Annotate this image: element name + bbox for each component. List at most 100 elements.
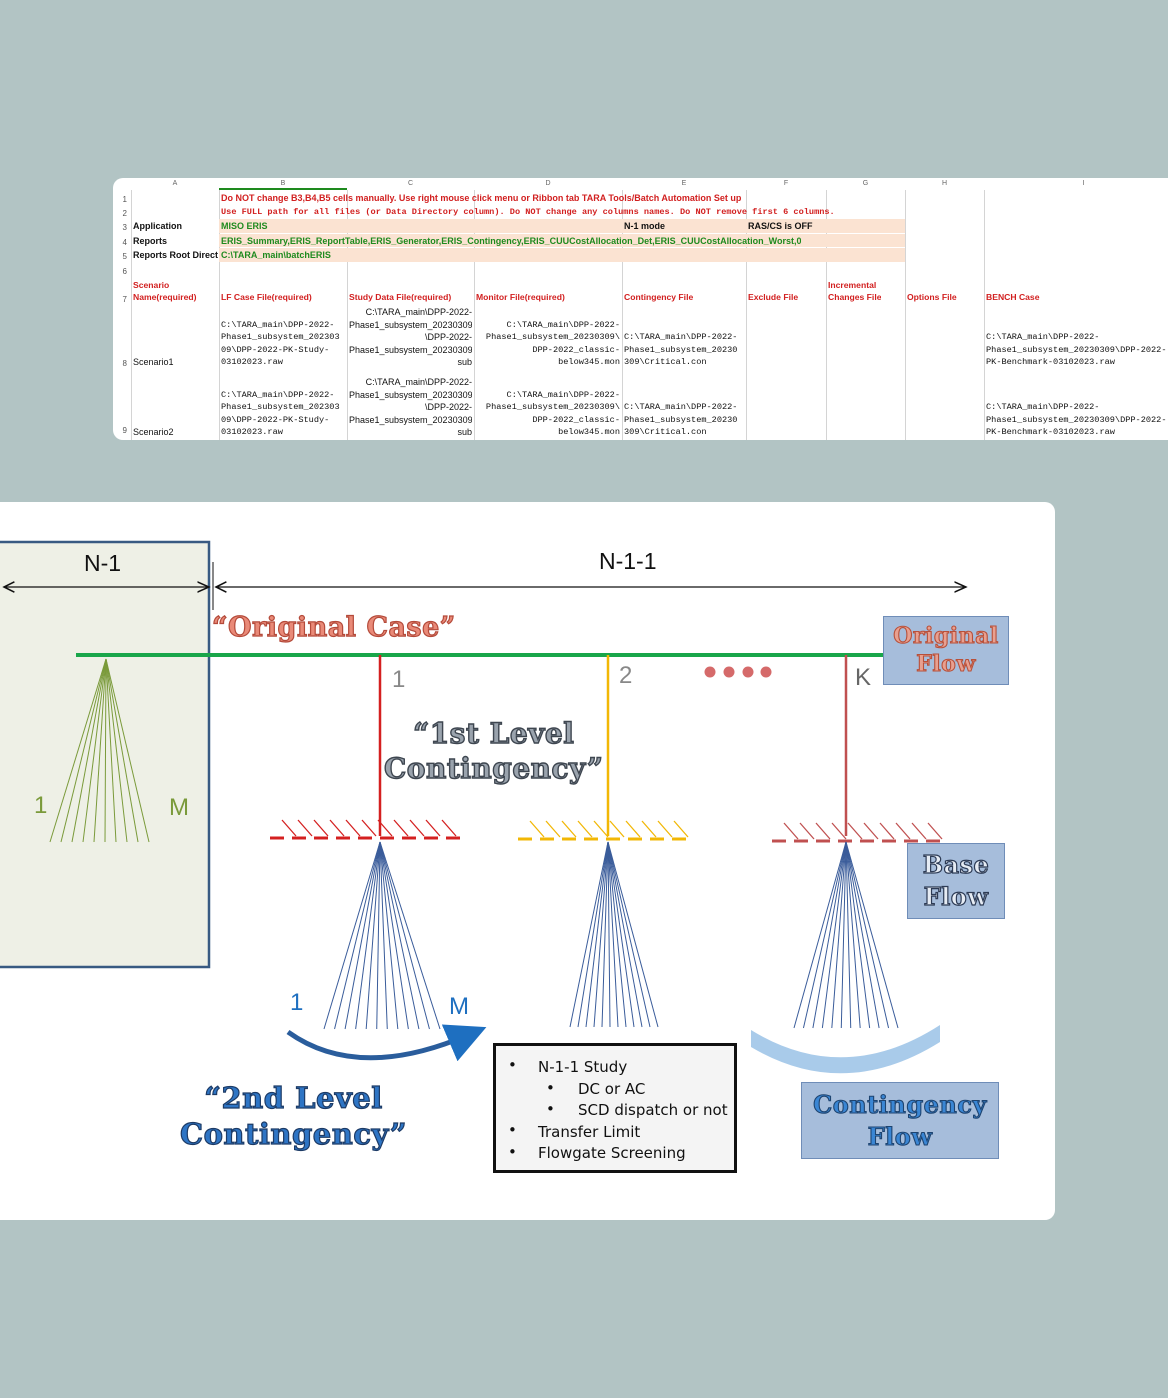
- left-fan-line: [60, 658, 107, 843]
- fourth-fan-line: [845, 841, 890, 1029]
- column-letter: G: [862, 180, 869, 187]
- highlight-fill: [219, 248, 905, 262]
- second-fan-line: [379, 841, 420, 1030]
- reports-label: Reports: [133, 236, 168, 246]
- cell-bench: C:\TARA_main\DPP-2022- Phase1_subsystem_…: [986, 402, 1167, 438]
- study-subitem: •: [546, 1100, 555, 1118]
- third-fan-line: [607, 841, 619, 1028]
- study-subitem: •: [546, 1079, 555, 1097]
- left-fan-line: [104, 658, 107, 843]
- brown-ground-bar-hatch: [911, 822, 927, 840]
- cell-monitor: C:\TARA_main\DPP-2022- Phase1_subsystem_…: [485, 389, 620, 438]
- left-fan-start: 1: [34, 792, 48, 819]
- brown-ground-bar-hatch: [847, 822, 863, 840]
- column-letter: D: [545, 180, 551, 187]
- fourth-fan-line: [845, 841, 871, 1029]
- column-header-options: Options File: [907, 292, 957, 303]
- fourth-fan-line: [845, 841, 861, 1029]
- cell-contingency: C:\TARA_main\DPP-2022- Phase1_subsystem_…: [624, 332, 738, 368]
- cell-study-data: C:\TARA_main\DPP-2022- Phase1_subsystem_…: [349, 377, 472, 438]
- red-ground-bar-hatch: [313, 819, 329, 837]
- fourth-fan-line: [793, 841, 847, 1029]
- brown-ground-bar-hatch: [863, 822, 879, 840]
- cell-contingency: C:\TARA_main\DPP-2022- Phase1_subsystem_…: [624, 402, 738, 438]
- yellow-ground-bar-hatch: [545, 820, 561, 838]
- third-fan-line: [607, 841, 651, 1028]
- application-label: Application: [133, 221, 182, 231]
- row-number: 1: [122, 195, 127, 204]
- third-fan-line: [607, 841, 659, 1028]
- second-fan-line: [323, 841, 381, 1030]
- column-letter: C: [407, 180, 414, 187]
- left-fan-line: [105, 658, 128, 843]
- brown-ground-bar-hatch: [815, 822, 831, 840]
- original-flow-box: Original Flow: [883, 616, 1009, 685]
- ellipsis-dot: [704, 666, 716, 678]
- yellow-ground-bar-hatch: [657, 820, 673, 838]
- row-number: 9: [122, 426, 127, 435]
- cell-scenario: Scenario1: [133, 357, 174, 368]
- second-fan-line: [379, 841, 441, 1030]
- second-fan-line: [355, 841, 381, 1030]
- third-fan-line: [607, 841, 635, 1028]
- first-level-label: “1st Level Contingency”: [383, 716, 604, 785]
- n1-mode-label: N-1 mode: [624, 221, 666, 231]
- column-header-contingency: Contingency File: [624, 292, 694, 303]
- brown-ground-bar-hatch: [799, 822, 815, 840]
- fourth-fan-line: [845, 841, 852, 1029]
- second-fan-line: [379, 841, 388, 1030]
- base-flow-box: Base Flow: [907, 843, 1005, 919]
- ellipsis-dot: [760, 666, 772, 678]
- column-letter: I: [1082, 180, 1085, 187]
- left-fan-line: [49, 658, 107, 843]
- study-item: •: [508, 1143, 517, 1161]
- cell-scenario: Scenario2: [133, 427, 174, 438]
- study-item: •: [508, 1056, 517, 1074]
- brown-ground-bar-hatch: [927, 822, 943, 840]
- red-ground-bar-hatch: [409, 819, 425, 837]
- cell-monitor: C:\TARA_main\DPP-2022- Phase1_subsystem_…: [485, 319, 620, 368]
- reports-root-value: C:\TARA_main\batchERIS: [221, 250, 331, 260]
- fourth-fan-line: [812, 841, 847, 1029]
- yellow-ground-bar-hatch: [593, 820, 609, 838]
- red-ground-bar-hatch: [393, 819, 409, 837]
- column-header-bench: BENCH Case: [986, 292, 1040, 303]
- third-fan-line: [585, 841, 609, 1028]
- row-number: 3: [122, 223, 127, 232]
- base-flow-label: Base Flow: [922, 849, 990, 911]
- column-header-study-data: Study Data File(required): [349, 292, 452, 303]
- column-header-lf-case: LF Case File(required): [221, 292, 312, 303]
- red-ground-bar-hatch: [425, 819, 441, 837]
- study-item-text: Transfer Limit: [538, 1123, 641, 1141]
- reports-root-label: Reports Root Direct: [133, 250, 219, 260]
- yellow-ground-bar-hatch: [609, 820, 625, 838]
- original-case-label: “Original Case”: [211, 611, 456, 643]
- yellow-ground-bar-hatch: [641, 820, 657, 838]
- yellow-ground-bar-hatch: [561, 820, 577, 838]
- row1-warning: Do NOT change B3,B4,B5 cells manually. U…: [221, 193, 742, 203]
- grid-line: [347, 190, 348, 440]
- n1-label: N-1: [84, 550, 122, 576]
- red-ground-bar-hatch: [361, 819, 377, 837]
- column-letter: E: [681, 180, 687, 187]
- column-header-incremental: Incremental Changes File: [828, 279, 882, 303]
- column-letter: H: [941, 180, 948, 187]
- brown-ground-bar-hatch: [783, 822, 799, 840]
- original-flow-label: Original Flow: [893, 622, 999, 677]
- n11-label: N-1-1: [599, 548, 657, 574]
- red-ground-bar-hatch: [377, 819, 393, 837]
- grid-line: [905, 190, 906, 440]
- grid-line: [474, 190, 475, 440]
- red-ground-bar-hatch: [329, 819, 345, 837]
- column-letter: F: [783, 180, 789, 187]
- fourth-fan-line: [802, 841, 847, 1029]
- cell-lf-case: C:\TARA_main\DPP-2022- Phase1_subsystem_…: [221, 389, 340, 438]
- second-fan-line: [379, 841, 409, 1030]
- row-number: 5: [122, 252, 127, 261]
- cell-lf-case: C:\TARA_main\DPP-2022- Phase1_subsystem_…: [221, 319, 340, 368]
- brown-ground-bar-hatch: [831, 822, 847, 840]
- study-item-text: N-1-1 Study: [538, 1058, 628, 1076]
- fourth-fan-line: [821, 841, 847, 1029]
- highlight-fill: [219, 219, 905, 233]
